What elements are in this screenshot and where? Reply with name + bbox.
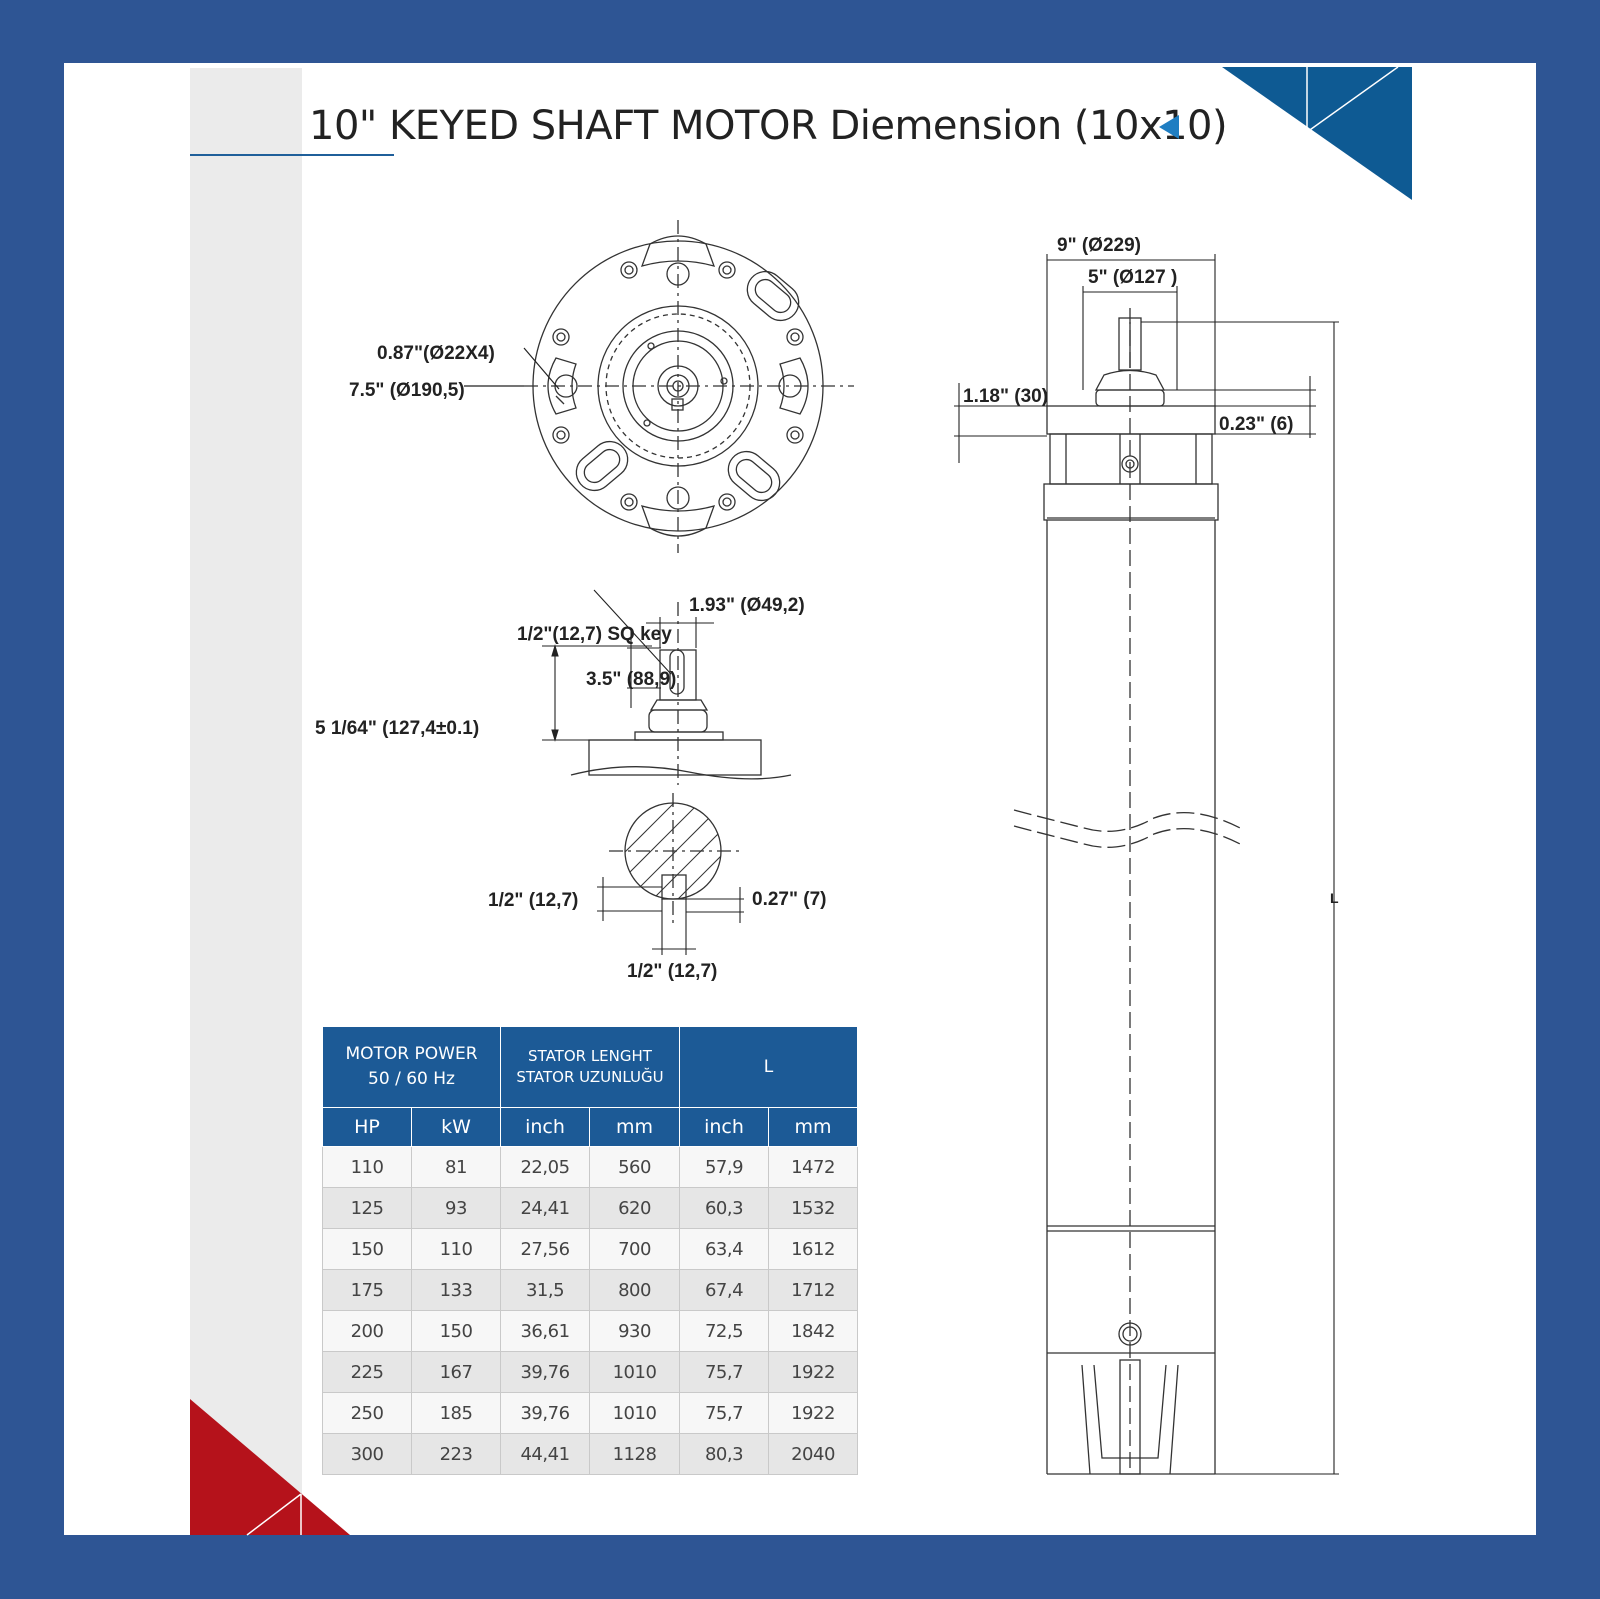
table-cell: 44,41 [500,1433,590,1475]
table-cell: 1842 [768,1310,858,1352]
table-cell: 175 [322,1269,412,1311]
title-arrow-icon [1159,115,1179,139]
table-cell: 110 [411,1228,501,1270]
table-cell: 700 [589,1228,680,1270]
table-cell: 560 [589,1146,680,1188]
table-cell: 150 [322,1228,412,1270]
table-cell: 150 [411,1310,501,1352]
table-cell: 57,9 [679,1146,769,1188]
flange-thickness-label: 1.18" (30) [963,386,1048,407]
spec-table: MOTOR POWER 50 / 60 Hz STATOR LENGHT STA… [322,1026,858,1475]
title-underline [190,154,394,156]
motor-power-header: MOTOR POWER 50 / 60 Hz [322,1026,501,1108]
table-cell: 22,05 [500,1146,590,1188]
table-cell: 24,41 [500,1187,590,1229]
table-cell: 39,76 [500,1351,590,1393]
table-cell: 620 [589,1187,680,1229]
table-cell: 200 [322,1310,412,1352]
table-cell: 223 [411,1433,501,1475]
sq-key-label: 1/2"(12,7) SQ key [517,624,672,645]
table-cell: 167 [411,1351,501,1393]
motor-side-view: 9" (Ø229) 5" (Ø127 ) 1.18" (30) 0.23" (6… [954,235,1339,1475]
table-cell: 63,4 [679,1228,769,1270]
table-cell: 1922 [768,1392,858,1434]
top-right-triangle [1222,67,1412,200]
col-kw: kW [411,1107,501,1147]
page-title: 10" KEYED SHAFT MOTOR Diemension (10x10) [309,103,1228,149]
table-cell: 800 [589,1269,680,1311]
bolt-hole-label: 0.87"(Ø22X4) [377,343,495,364]
shaft-section-view: 1/2" (12,7) 0.27" (7) 1/2" (12,7) [488,793,827,982]
frequency-subtitle: 50 / 60 Hz [368,1069,455,1089]
col-hp: HP [322,1107,412,1147]
section-key-height-label: 1/2" (12,7) [488,890,578,911]
table-cell: 67,4 [679,1269,769,1311]
table-cell: 133 [411,1269,501,1311]
table-cell: 1010 [589,1392,680,1434]
table-cell: 930 [589,1310,680,1352]
table-cell: 39,76 [500,1392,590,1434]
table-cell: 185 [411,1392,501,1434]
table-cell: 300 [322,1433,412,1475]
table-cell: 1010 [589,1351,680,1393]
pilot-diameter-label: 5" (Ø127 ) [1088,267,1177,288]
table-cell: 1612 [768,1228,858,1270]
table-cell: 1922 [768,1351,858,1393]
flange-top-view [464,220,854,553]
section-depth-label: 0.27" (7) [752,889,827,910]
table-cell: 250 [322,1392,412,1434]
table-cell: 110 [322,1146,412,1188]
bolt-circle-label: 7.5" (Ø190,5) [349,380,465,401]
pilot-height-label: 0.23" (6) [1219,414,1294,435]
table-cell: 1712 [768,1269,858,1311]
shaft-diameter-label: 1.93" (Ø49,2) [689,595,805,616]
col-l-inch: inch [679,1107,769,1147]
motor-power-title: MOTOR POWER [345,1044,478,1064]
table-cell: 72,5 [679,1310,769,1352]
table-cell: 1128 [589,1433,680,1475]
table-cell: 36,61 [500,1310,590,1352]
table-cell: 81 [411,1146,501,1188]
flange-labels: 0.87"(Ø22X4) 7.5" (Ø190,5) [349,343,495,401]
table-cell: 75,7 [679,1392,769,1434]
shaft-side-view: 1/2"(12,7) SQ key 1.93" (Ø49,2) 3.5" (88… [315,589,805,785]
table-cell: 80,3 [679,1433,769,1475]
flange-diameter-label: 9" (Ø229) [1057,235,1141,256]
stator-length-header: STATOR LENGHT STATOR UZUNLUĞU [500,1026,680,1108]
bottom-left-triangle [190,1399,350,1535]
bolt-hole [554,374,578,398]
shaft-height-label: 5 1/64" (127,4±0.1) [315,718,479,739]
stator-length-subtitle: STATOR UZUNLUĞU [516,1068,664,1086]
length-header: L [679,1026,858,1108]
col-stator-inch: inch [500,1107,590,1147]
table-cell: 93 [411,1187,501,1229]
table-cell: 2040 [768,1433,858,1475]
side-band [190,68,302,1535]
corner-decorations [190,66,1412,1536]
table-cell: 27,56 [500,1228,590,1270]
table-cell: 1472 [768,1146,858,1188]
table-cell: 225 [322,1351,412,1393]
datasheet-page: 10" KEYED SHAFT MOTOR Diemension (10x10) [64,63,1536,1536]
table-cell: 75,7 [679,1351,769,1393]
table-cell: 60,3 [679,1187,769,1229]
key-length-label: 3.5" (88,9) [586,669,676,690]
table-cell: 125 [322,1187,412,1229]
table-cell: 1532 [768,1187,858,1229]
table-cell: 31,5 [500,1269,590,1311]
stator-length-title: STATOR LENGHT [528,1047,652,1065]
length-label: L [1330,890,1339,906]
col-l-mm: mm [768,1107,858,1147]
col-stator-mm: mm [589,1107,680,1147]
section-key-width-label: 1/2" (12,7) [627,961,717,982]
